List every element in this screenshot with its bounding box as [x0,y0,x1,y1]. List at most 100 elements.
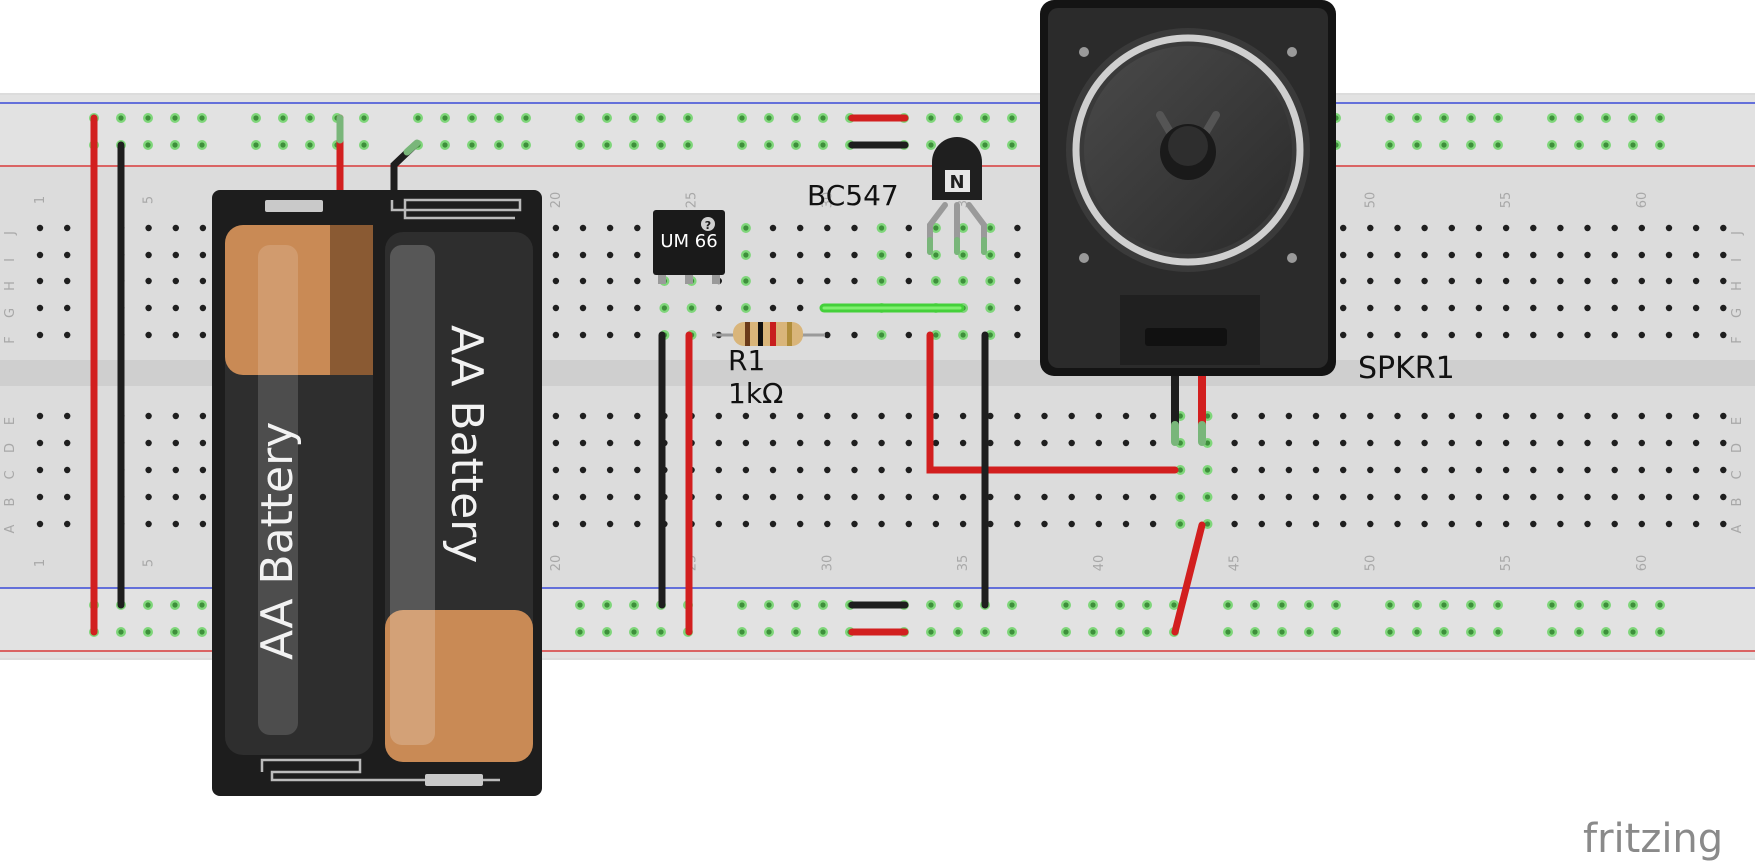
terminal-hole [987,412,994,420]
terminal-hole [1502,412,1510,420]
terminal-hole [1095,493,1103,501]
column-number: 60 [1635,555,1650,572]
ic-pin-1 [658,270,666,284]
rail-hole-core [1468,602,1474,608]
rail-hole-core [1495,629,1501,635]
terminal-hole [1285,439,1293,447]
terminal-hole [715,304,722,312]
um66-ic: ? UM 66 [653,210,725,284]
terminal-hole-core [933,332,939,338]
terminal-hole-core [879,225,885,231]
rail-hole-core [1549,115,1555,121]
battery-spring-top [390,198,522,220]
terminal-hole [1340,251,1347,259]
rail-hole-core [793,629,799,635]
speaker-ring [1072,34,1304,266]
terminal-hole [878,412,885,420]
column-number: 55 [1499,555,1514,572]
terminal-hole [1394,520,1401,528]
rail-hole-core [523,115,529,121]
terminal-hole [1720,331,1727,339]
terminal-hole [1557,224,1564,232]
terminal-hole [1475,277,1483,285]
battery-terminal-bottom [425,774,483,786]
terminal-hole [199,331,207,339]
terminal-hole [552,277,560,285]
terminal-hole [1720,520,1727,528]
terminal-hole [199,439,207,447]
terminal-hole [1421,277,1428,285]
column-number: 30 [820,555,835,572]
terminal-hole [172,412,179,420]
terminal-hole [1692,466,1700,474]
terminal-hole [1258,439,1266,447]
rail-hole-core [982,115,988,121]
terminal-hole-core [1177,467,1183,473]
terminal-hole [1394,493,1401,501]
terminal-hole [742,439,750,447]
terminal-hole [1285,520,1293,528]
terminal-hole [36,493,44,501]
terminal-hole [905,412,912,420]
terminal-hole [1584,412,1591,420]
terminal-hole [1475,251,1483,259]
speaker-label: SPKR1 [1358,351,1455,386]
terminal-hole [1122,439,1130,447]
rail-hole-core [1063,629,1069,635]
terminal-hole [1041,412,1048,420]
terminal-hole [1231,466,1238,474]
rail-hole-core [361,142,367,148]
terminal-hole [1611,224,1618,232]
terminal-hole [959,520,967,528]
terminal-hole [1014,331,1021,339]
resistor-body [733,322,803,346]
rail-hole-core [145,602,151,608]
terminal-hole [63,412,71,420]
terminal-hole [172,439,179,447]
terminal-hole [769,224,777,232]
terminal-hole [1665,224,1673,232]
rail-hole-core [577,142,583,148]
terminal-hole [715,466,722,474]
terminal-hole [851,277,858,285]
terminal-hole [932,412,940,420]
terminal-hole [145,493,152,501]
rail-hole-core [1657,115,1663,121]
terminal-hole [1611,277,1618,285]
terminal-hole [36,304,44,312]
terminal-hole [1665,466,1673,474]
terminal-hole [606,277,614,285]
rail-hole-core [1387,629,1393,635]
terminal-hole [1611,412,1618,420]
resistor-band-3 [770,322,776,346]
terminal-hole [606,251,614,259]
terminal-hole [36,466,44,474]
terminal-hole [1530,466,1537,474]
column-number: 40 [1092,555,1107,572]
battery-spring-bottom [260,758,500,782]
terminal-hole [199,520,207,528]
rail-hole-core [1009,629,1015,635]
terminal-hole [851,224,858,232]
rail-hole-core [1306,602,1312,608]
column-number: 1 [33,559,48,567]
terminal-hole-core [689,305,695,311]
rail-hole-core [199,115,205,121]
terminal-hole [1475,466,1483,474]
terminal-hole [1312,520,1320,528]
terminal-hole [1665,412,1673,420]
terminal-hole [634,520,641,528]
terminal-hole [1584,331,1591,339]
rail-hole-core [199,602,205,608]
ic-badge: ? [705,219,711,232]
terminal-hole [1312,412,1320,420]
rail-hole-core [1333,602,1339,608]
terminal-hole [1638,304,1646,312]
terminal-hole [1611,304,1618,312]
terminal-hole [199,224,207,232]
column-number: 50 [1363,555,1378,572]
terminal-hole [199,251,207,259]
terminal-hole [145,224,152,232]
terminal-hole [1638,493,1646,501]
